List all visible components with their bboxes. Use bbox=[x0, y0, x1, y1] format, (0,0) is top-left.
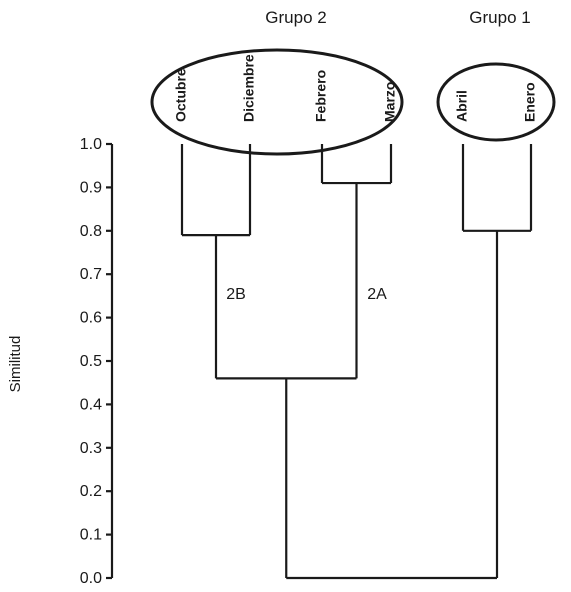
dendrogram-branches bbox=[180, 144, 533, 580]
y-tick-label: 0.5 bbox=[80, 353, 102, 370]
y-tick-label: 0.4 bbox=[80, 396, 102, 413]
y-tick-label: 0.6 bbox=[80, 310, 102, 327]
leaf-label-marzo: Marzo bbox=[382, 82, 398, 122]
y-tick-label: 0.8 bbox=[80, 223, 102, 240]
y-tick-label: 0.7 bbox=[80, 266, 102, 283]
leaf-labels: Octubre Diciembre Febrero Marzo Abril Enero bbox=[173, 54, 538, 122]
group-2-label: Grupo 2 bbox=[265, 8, 326, 27]
y-tick-label: 0.0 bbox=[80, 570, 102, 587]
leaf-label-abril: Abril bbox=[454, 90, 470, 122]
y-tick-label: 0.3 bbox=[80, 440, 102, 457]
y-tick-label: 0.1 bbox=[80, 527, 102, 544]
subgroup-label-2a: 2A bbox=[367, 286, 387, 303]
leaf-label-febrero: Febrero bbox=[313, 70, 329, 122]
leaf-label-diciembre: Diciembre bbox=[241, 54, 257, 122]
leaf-label-octubre: Octubre bbox=[173, 68, 189, 122]
y-tick-label: 0.2 bbox=[80, 483, 102, 500]
y-tick-label: 1.0 bbox=[80, 136, 102, 153]
leaf-label-enero: Enero bbox=[522, 82, 538, 122]
subgroup-label-2b: 2B bbox=[226, 286, 246, 303]
y-tick-label: 0.9 bbox=[80, 179, 102, 196]
group-2-ellipse bbox=[150, 48, 404, 156]
group-1-label: Grupo 1 bbox=[469, 8, 530, 27]
y-axis-ticks: 0.0 0.1 0.2 0.3 0.4 0.5 0.6 0.7 0.8 0.9 1.0 bbox=[80, 136, 112, 587]
group-1-ellipse bbox=[436, 62, 556, 142]
y-axis-title: Similitud bbox=[7, 336, 24, 393]
